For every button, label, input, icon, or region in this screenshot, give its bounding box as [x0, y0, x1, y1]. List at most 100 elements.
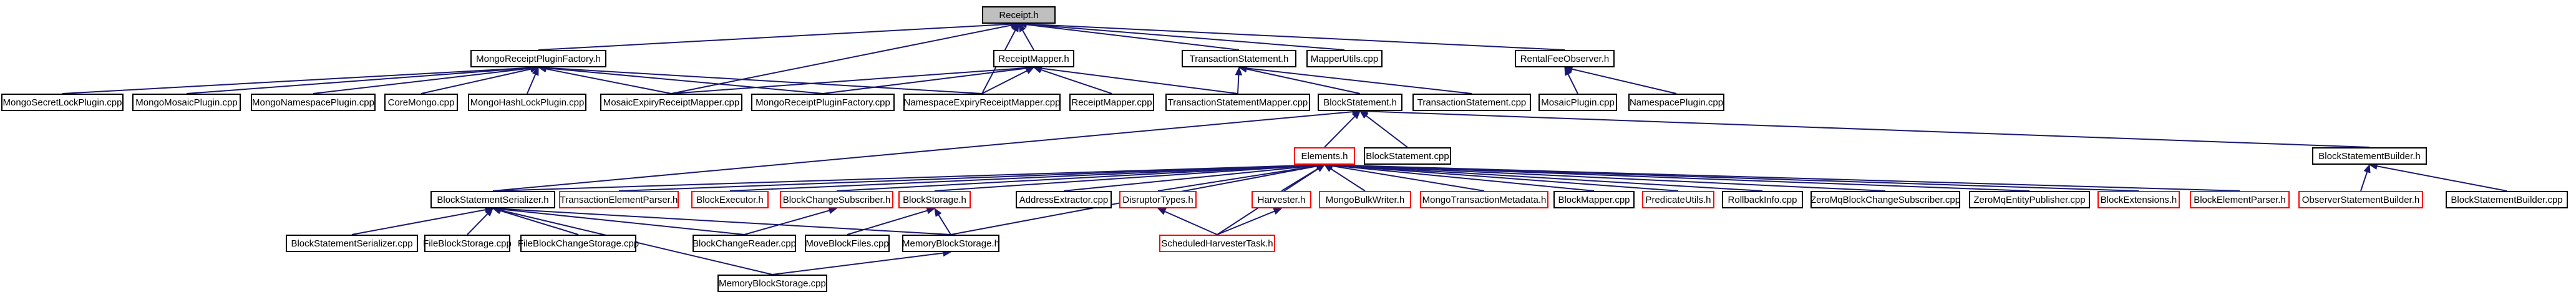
- node-block-statement-builder-h[interactable]: BlockStatementBuilder.h: [2312, 147, 2427, 165]
- edge-block_statement_serializer_h-to-block_statement_h: [492, 111, 1353, 192]
- node-memory-block-storage-h[interactable]: MemoryBlockStorage.h: [902, 235, 999, 252]
- node-block-executor-h[interactable]: BlockExecutor.h: [691, 191, 769, 208]
- node-block-statement-serializer-cpp[interactable]: BlockStatementSerializer.cpp: [286, 235, 418, 252]
- node-block-statement-cpp[interactable]: BlockStatement.cpp: [1364, 147, 1451, 165]
- edge-arrowhead: [1018, 22, 1026, 32]
- edge-mongo_namespace_plugin_cpp-to-mongo_receipt_plugin_factory_h: [313, 67, 532, 94]
- node-block-mapper-cpp[interactable]: BlockMapper.cpp: [1553, 191, 1635, 208]
- node-scheduled-harvester-task-h[interactable]: ScheduledHarvesterTask.h: [1159, 235, 1275, 252]
- node-elements-h[interactable]: Elements.h: [1294, 147, 1355, 165]
- node-mongo-receipt-plugin-factory-cpp[interactable]: MongoReceiptPluginFactory.cpp: [751, 94, 895, 111]
- edge-namespace_expiry_receipt_mapper_cpp-to-mongo_receipt_plugin_factory_h: [545, 67, 983, 94]
- edge-mosaic_expiry_receipt_mapper_cpp-to-receipt_h: [671, 24, 1012, 94]
- node-harvester-h[interactable]: Harvester.h: [1252, 191, 1311, 208]
- edge-scheduled_harvester_task_h-to-disruptor_types_h: [1164, 210, 1218, 235]
- edge-disruptor_types_h-to-elements_h: [1157, 165, 1318, 192]
- edge-arrowhead: [1273, 208, 1283, 215]
- node-receipt-mapper-cpp[interactable]: ReceiptMapper.cpp: [1069, 94, 1154, 111]
- node-block-statement-builder-cpp[interactable]: BlockStatementBuilder.cpp: [2446, 191, 2568, 208]
- node-mosaic-plugin-cpp[interactable]: MosaicPlugin.cpp: [1538, 94, 1617, 111]
- edge-block_statement_builder_h-to-block_statement_h: [1367, 110, 2370, 148]
- edge-block_change_reader_cpp-to-block_change_subscriber_h: [744, 210, 830, 235]
- node-namespace-plugin-cpp[interactable]: NamespacePlugin.cpp: [1628, 94, 1724, 111]
- node-block-storage-h[interactable]: BlockStorage.h: [898, 191, 971, 208]
- edge-address_extractor_cpp-to-elements_h: [1063, 165, 1318, 192]
- node-block-statement-serializer-h[interactable]: BlockStatementSerializer.h: [430, 191, 555, 208]
- node-zero-mq-entity-publisher-cpp[interactable]: ZeroMqEntityPublisher.cpp: [1969, 191, 2090, 208]
- node-zero-mq-block-change-subscriber-cpp[interactable]: ZeroMqBlockChangeSubscriber.cpp: [1810, 191, 1960, 208]
- edge-rollback_info_cpp-to-elements_h: [1331, 164, 1763, 192]
- node-file-block-change-storage-cpp[interactable]: FileBlockChangeStorage.cpp: [518, 235, 639, 252]
- node-transaction-statement-h[interactable]: TransactionStatement.h: [1182, 50, 1296, 67]
- edge-arrowhead: [1316, 164, 1326, 172]
- node-observer-statement-builder-h[interactable]: ObserverStatementBuilder.h: [2298, 191, 2423, 208]
- edge-mosaic_plugin_cpp-to-rental_fee_observer_h: [1567, 74, 1578, 94]
- edge-elements_h-to-block_statement_h: [1324, 115, 1356, 148]
- edge-mongo_receipt_plugin_factory_h-to-receipt_h: [538, 23, 1012, 51]
- edge-block_mapper_cpp-to-elements_h: [1331, 165, 1595, 192]
- edge-transaction_statement_mapper_cpp-to-receipt_mapper_h: [1041, 67, 1238, 94]
- node-transaction-statement-mapper-cpp[interactable]: TransactionStatementMapper.cpp: [1165, 94, 1310, 111]
- node-block-extensions-h[interactable]: BlockExtensions.h: [2097, 191, 2180, 208]
- node-block-change-reader-cpp[interactable]: BlockChangeReader.cpp: [693, 235, 796, 252]
- edge-memory_block_storage_cpp-to-memory_block_storage_h: [772, 252, 944, 275]
- edge-move_block_files_cpp-to-block_storage_h: [847, 210, 928, 235]
- edge-transaction_element_parser_h-to-elements_h: [618, 164, 1318, 192]
- node-mosaic-expiry-receipt-mapper-cpp[interactable]: MosaicExpiryReceiptMapper.cpp: [600, 94, 742, 111]
- node-memory-block-storage-cpp[interactable]: MemoryBlockStorage.cpp: [717, 275, 827, 292]
- edge-mongo_receipt_plugin_factory_cpp-to-receipt_mapper_h: [822, 67, 1027, 94]
- node-namespace-expiry-receipt-mapper-cpp[interactable]: NamespaceExpiryReceiptMapper.cpp: [903, 94, 1061, 111]
- edge-namespace_expiry_receipt_mapper_cpp-to-receipt_mapper_h: [981, 70, 1028, 94]
- edge-block_executor_h-to-elements_h: [729, 164, 1318, 192]
- edge-scheduled_harvester_task_h-to-harvester_h: [1217, 210, 1275, 235]
- node-mongo-hash-lock-plugin-cpp[interactable]: MongoHashLockPlugin.cpp: [468, 94, 586, 111]
- node-transaction-statement-cpp[interactable]: TransactionStatement.cpp: [1412, 94, 1531, 111]
- edge-block_statement_serializer_cpp-to-block_statement_serializer_h: [351, 209, 486, 235]
- edge-block_change_reader_cpp-to-block_statement_serializer_h: [500, 208, 745, 235]
- edge-predicate_utils_h-to-elements_h: [1331, 164, 1679, 192]
- edge-arrowhead: [1025, 67, 1035, 74]
- node-disruptor-types-h[interactable]: DisruptorTypes.h: [1119, 191, 1197, 208]
- edge-receipt_mapper_cpp-to-receipt_mapper_h: [1041, 69, 1112, 94]
- node-receipt-mapper-h[interactable]: ReceiptMapper.h: [993, 50, 1074, 67]
- node-transaction-element-parser-h[interactable]: TransactionElementParser.h: [559, 191, 679, 208]
- edge-mongo_mosaic_plugin_cpp-to-mongo_receipt_plugin_factory_h: [186, 67, 532, 94]
- edge-receipt_mapper_h-to-receipt_h: [1022, 29, 1034, 51]
- edge-mongo_receipt_plugin_factory_cpp-to-mongo_receipt_plugin_factory_h: [545, 67, 824, 94]
- node-mongo-transaction-metadata-h[interactable]: MongoTransactionMetadata.h: [1420, 191, 1548, 208]
- node-block-change-subscriber-h[interactable]: BlockChangeSubscriber.h: [780, 191, 893, 208]
- node-rental-fee-observer-h[interactable]: RentalFeeObserver.h: [1515, 50, 1615, 67]
- edge-block_storage_h-to-elements_h: [934, 164, 1318, 192]
- edge-block_statement_serializer_h-to-elements_h: [492, 164, 1318, 192]
- node-address-extractor-cpp[interactable]: AddressExtractor.cpp: [1016, 191, 1112, 208]
- node-core-mongo-cpp[interactable]: CoreMongo.cpp: [384, 94, 458, 111]
- edge-arrowhead: [1235, 66, 1243, 75]
- edge-mosaic_expiry_receipt_mapper_cpp-to-receipt_mapper_h: [671, 67, 1027, 94]
- edge-block_statement_h-to-transaction_statement_h: [1246, 68, 1361, 94]
- node-predicate-utils-h[interactable]: PredicateUtils.h: [1642, 191, 1714, 208]
- edge-zero_mq_block_change_subscriber_cpp-to-elements_h: [1331, 164, 1886, 192]
- node-block-element-parser-h[interactable]: BlockElementParser.h: [2190, 191, 2290, 208]
- edge-mongo_bulk_writer_h-to-elements_h: [1330, 168, 1366, 192]
- node-mapper-utils-cpp[interactable]: MapperUtils.cpp: [1306, 50, 1383, 67]
- node-mongo-bulk-writer-h[interactable]: MongoBulkWriter.h: [1319, 191, 1411, 208]
- edge-harvester_h-to-elements_h: [1281, 168, 1319, 192]
- node-mongo-namespace-plugin-cpp[interactable]: MongoNamespacePlugin.cpp: [251, 94, 376, 111]
- node-file-block-storage-cpp[interactable]: FileBlockStorage.cpp: [423, 235, 512, 252]
- edge-arrowhead: [926, 207, 936, 215]
- node-block-statement-h[interactable]: BlockStatement.h: [1318, 94, 1402, 111]
- node-mongo-mosaic-plugin-cpp[interactable]: MongoMosaicPlugin.cpp: [132, 94, 241, 111]
- edge-namespace_plugin_cpp-to-rental_fee_observer_h: [1572, 68, 1677, 94]
- edge-memory_block_storage_h-to-block_storage_h: [938, 214, 951, 235]
- node-rollback-info-cpp[interactable]: RollbackInfo.cpp: [1722, 191, 1803, 208]
- edge-mosaic_expiry_receipt_mapper_cpp-to-mongo_receipt_plugin_factory_h: [545, 68, 672, 94]
- edge-arrowhead: [1564, 66, 1572, 76]
- edge-mongo_secret_lock_plugin_cpp-to-mongo_receipt_plugin_factory_h: [62, 67, 532, 94]
- edge-block_statement_cpp-to-block_statement_h: [1365, 115, 1408, 148]
- node-mongo-receipt-plugin-factory-h[interactable]: MongoReceiptPluginFactory.h: [470, 50, 606, 67]
- edge-observer_statement_builder_h-to-block_statement_builder_h: [2360, 172, 2368, 192]
- node-move-block-files-cpp[interactable]: MoveBlockFiles.cpp: [805, 235, 890, 252]
- node-mongo-secret-lock-plugin-cpp[interactable]: MongoSecretLockPlugin.cpp: [1, 94, 124, 111]
